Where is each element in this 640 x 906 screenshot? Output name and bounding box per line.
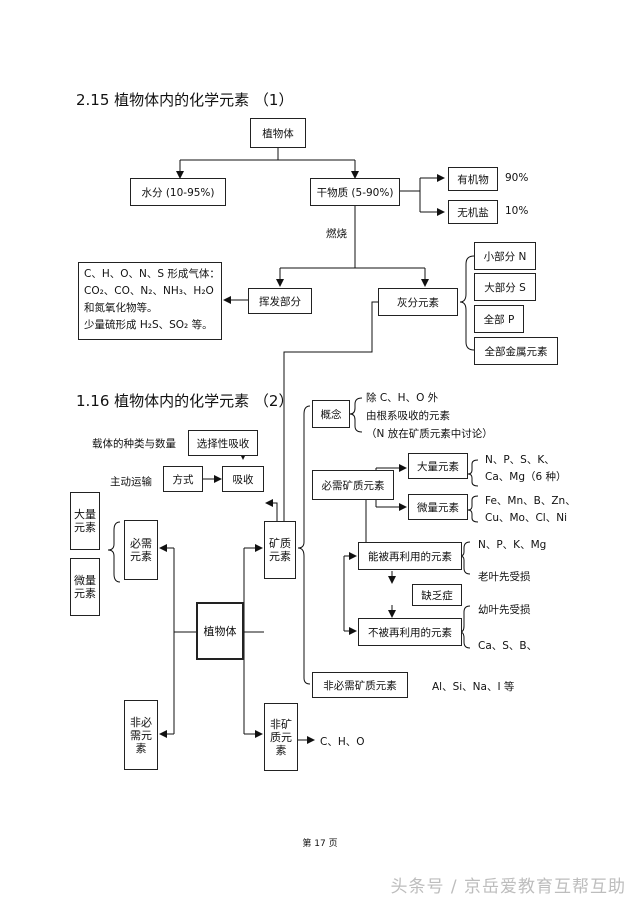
watermark: 头条号 / 京岳爱教育互帮互助 (390, 877, 626, 897)
absorb-box: 吸收 (222, 466, 264, 492)
ash-item-all-metal: 全部金属元素 (474, 337, 558, 365)
mineral-element-label: 矿质元素 (269, 537, 291, 563)
carrier-label: 载体的种类与数量 (92, 438, 176, 450)
essential-mineral-box: 必需矿质元素 (312, 470, 394, 500)
nonmineral-element-label: 非矿质元素 (270, 717, 292, 757)
micro-list-1: Fe、Mn、B、Zn、 (485, 495, 576, 507)
organic-percent: 90% (505, 172, 529, 184)
concept-box: 概念 (312, 400, 350, 428)
micro-list-2: Cu、Mo、Cl、Ni (485, 512, 567, 524)
organic-box: 有机物 (448, 167, 498, 191)
inorganic-percent: 10% (505, 205, 529, 217)
plant-body-box: 植物体 (250, 118, 306, 148)
method-box: 方式 (163, 466, 203, 492)
concept-line-1: 除 C、H、O 外 (366, 392, 439, 404)
essential-element-box: 必需元素 (124, 520, 158, 580)
burn-label: 燃烧 (326, 228, 347, 240)
gas-note-line-1: C、H、O、N、S 形成气体： (84, 268, 220, 280)
gas-note-line-2: CO₂、CO、N₂、NH₃、H₂O (84, 285, 214, 297)
micro-element-box: 微量元素 (408, 494, 468, 520)
selective-absorb-box: 选择性吸收 (188, 430, 258, 456)
nonessential-element-box: 非必需元素 (124, 700, 158, 770)
nonmineral-element-box: 非矿质元素 (264, 703, 298, 771)
nonessential-mineral-list: Al、Si、Na、I 等 (432, 681, 515, 693)
deficiency-box: 缺乏症 (412, 584, 462, 606)
ash-item-most-s: 大部分 S (474, 273, 536, 301)
nonmineral-list: C、H、O (320, 736, 365, 748)
mineral-element-box: 矿质元素 (264, 521, 296, 579)
ash-item-small-n: 小部分 N (474, 242, 536, 270)
volatile-box: 挥发部分 (248, 288, 312, 314)
dry-matter-box: 干物质 (5-90%) (310, 178, 400, 206)
water-box: 水分 (10-95%) (130, 178, 226, 206)
plant-body-center-label: 植物体 (203, 624, 237, 638)
macro-el-box: 大量元素 (70, 492, 100, 550)
concept-line-3: （N 放在矿质元素中讨论） (366, 428, 493, 440)
gas-note-line-4: 少量硫形成 H₂S、SO₂ 等。 (84, 319, 213, 331)
macro-element-box: 大量元素 (408, 453, 468, 479)
gas-note-box: C、H、O、N、S 形成气体： CO₂、CO、N₂、NH₃、H₂O 和氮氧化物等… (78, 262, 222, 340)
nonessential-mineral-box: 非必需矿质元素 (312, 672, 408, 698)
macro-el-label: 大量元素 (74, 508, 96, 534)
macro-list-1: N、P、S、K、 (485, 454, 555, 466)
page-number: 第 17 页 (302, 839, 338, 849)
micro-el-box: 微量元素 (70, 558, 100, 616)
reusable-element-box: 能被再利用的元素 (358, 542, 462, 570)
micro-el-label: 微量元素 (74, 574, 96, 600)
old-leaf-label: 老叶先受损 (478, 571, 531, 583)
young-leaf-label: 幼叶先受损 (478, 604, 531, 616)
active-transport-label: 主动运输 (110, 476, 152, 488)
reusable-list: N、P、K、Mg (478, 539, 547, 551)
section2-title: 1.16 植物体内的化学元素 （2） (76, 392, 294, 410)
plant-body-center-box: 植物体 (196, 602, 244, 660)
section1-title: 2.15 植物体内的化学元素 （1） (76, 91, 294, 109)
concept-line-2: 由根系吸收的元素 (366, 410, 450, 422)
essential-element-label: 必需元素 (130, 537, 152, 563)
macro-list-2: Ca、Mg（6 种） (485, 471, 567, 483)
nonreusable-element-box: 不被再利用的元素 (358, 618, 462, 646)
ash-box: 灰分元素 (378, 288, 458, 316)
ash-item-all-p: 全部 P (474, 305, 524, 333)
gas-note-line-3: 和氮氧化物等。 (84, 302, 158, 314)
nonessential-element-label: 非必需元素 (130, 715, 152, 755)
nonreusable-list: Ca、S、B、 (478, 640, 538, 652)
inorganic-box: 无机盐 (448, 200, 498, 224)
